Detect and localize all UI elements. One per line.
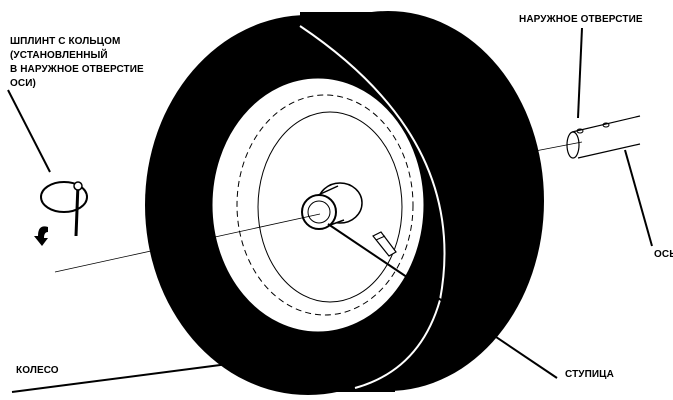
pin-label-line2: (УСТАНОВЛЕННЫЙ	[10, 48, 108, 61]
outer-hole-label: НАРУЖНОЕ ОТВЕРСТИЕ	[519, 14, 643, 25]
hub-label: СТУПИЦА	[565, 369, 614, 380]
pin-label-line1: ШПЛИНТ С КОЛЬЦОМ	[10, 36, 120, 47]
axle	[567, 116, 640, 158]
pin-label-line3: В НАРУЖНОЕ ОТВЕРСТИЕ	[10, 64, 144, 75]
pin-label-line4: ОСИ)	[10, 78, 36, 89]
pin-with-ring	[34, 182, 87, 246]
axle-label: ОСЬ	[654, 249, 673, 260]
wheel-label: КОЛЕСО	[16, 365, 59, 376]
